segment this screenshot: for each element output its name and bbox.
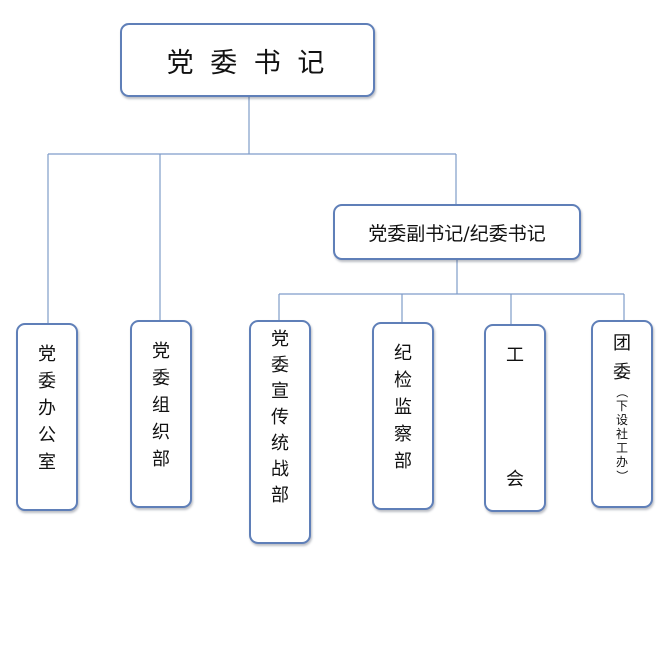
- char: 纪: [394, 343, 412, 364]
- char: 宣: [271, 381, 289, 402]
- char: 党: [38, 344, 56, 365]
- char: 传: [271, 407, 289, 428]
- char: 检: [394, 370, 412, 391]
- char: 工: [506, 345, 524, 366]
- note-char: （: [614, 385, 629, 399]
- dept-union: 工 会: [484, 324, 546, 512]
- note-char: 办: [615, 455, 628, 469]
- char: 部: [152, 449, 170, 470]
- note-char: 下: [615, 399, 628, 413]
- char: 团: [613, 333, 631, 354]
- char: 部: [271, 485, 289, 506]
- char: 党: [152, 341, 170, 362]
- dept-organization: 党 委 组 织 部: [130, 320, 192, 508]
- char: 织: [152, 422, 170, 443]
- dept-discipline-label: 纪 检 监 察 部: [374, 324, 432, 471]
- char: 室: [38, 452, 56, 473]
- char: 党: [271, 329, 289, 350]
- char: 办: [38, 398, 56, 419]
- dept-union-label: 工 会: [486, 326, 544, 489]
- char: 部: [394, 451, 412, 472]
- char: 组: [152, 395, 170, 416]
- char: 委: [271, 355, 289, 376]
- deputy-label: 党委副书记/纪委书记: [368, 222, 546, 245]
- note-char: ）: [614, 469, 629, 483]
- char: 统: [271, 433, 289, 454]
- char: 委: [152, 368, 170, 389]
- note-char: 设: [615, 413, 628, 427]
- note-char: 社: [615, 427, 628, 441]
- dept-organization-label: 党 委 组 织 部: [132, 322, 190, 469]
- dept-youth-league: 团 委 （ 下 设 社 工 办 ）: [591, 320, 653, 508]
- char: 委: [613, 362, 631, 383]
- dept-office-label: 党 委 办 公 室: [18, 325, 76, 472]
- dept-propaganda: 党 委 宣 传 统 战 部: [249, 320, 311, 544]
- char: 公: [38, 425, 56, 446]
- char: 会: [506, 469, 524, 490]
- dept-office: 党 委 办 公 室: [16, 323, 78, 511]
- root-node: 党 委 书 记: [120, 23, 375, 97]
- char: 监: [394, 397, 412, 418]
- dept-propaganda-label: 党 委 宣 传 统 战 部: [251, 322, 309, 505]
- dept-youth-league-label: 团 委: [593, 322, 651, 382]
- char: 察: [394, 424, 412, 445]
- dept-discipline: 纪 检 监 察 部: [372, 322, 434, 510]
- deputy-node: 党委副书记/纪委书记: [333, 204, 581, 260]
- note-char: 工: [615, 441, 628, 455]
- char: 战: [271, 459, 289, 480]
- char: 委: [38, 371, 56, 392]
- root-label: 党 委 书 记: [166, 47, 329, 79]
- youth-league-note: （ 下 设 社 工 办 ）: [593, 386, 651, 482]
